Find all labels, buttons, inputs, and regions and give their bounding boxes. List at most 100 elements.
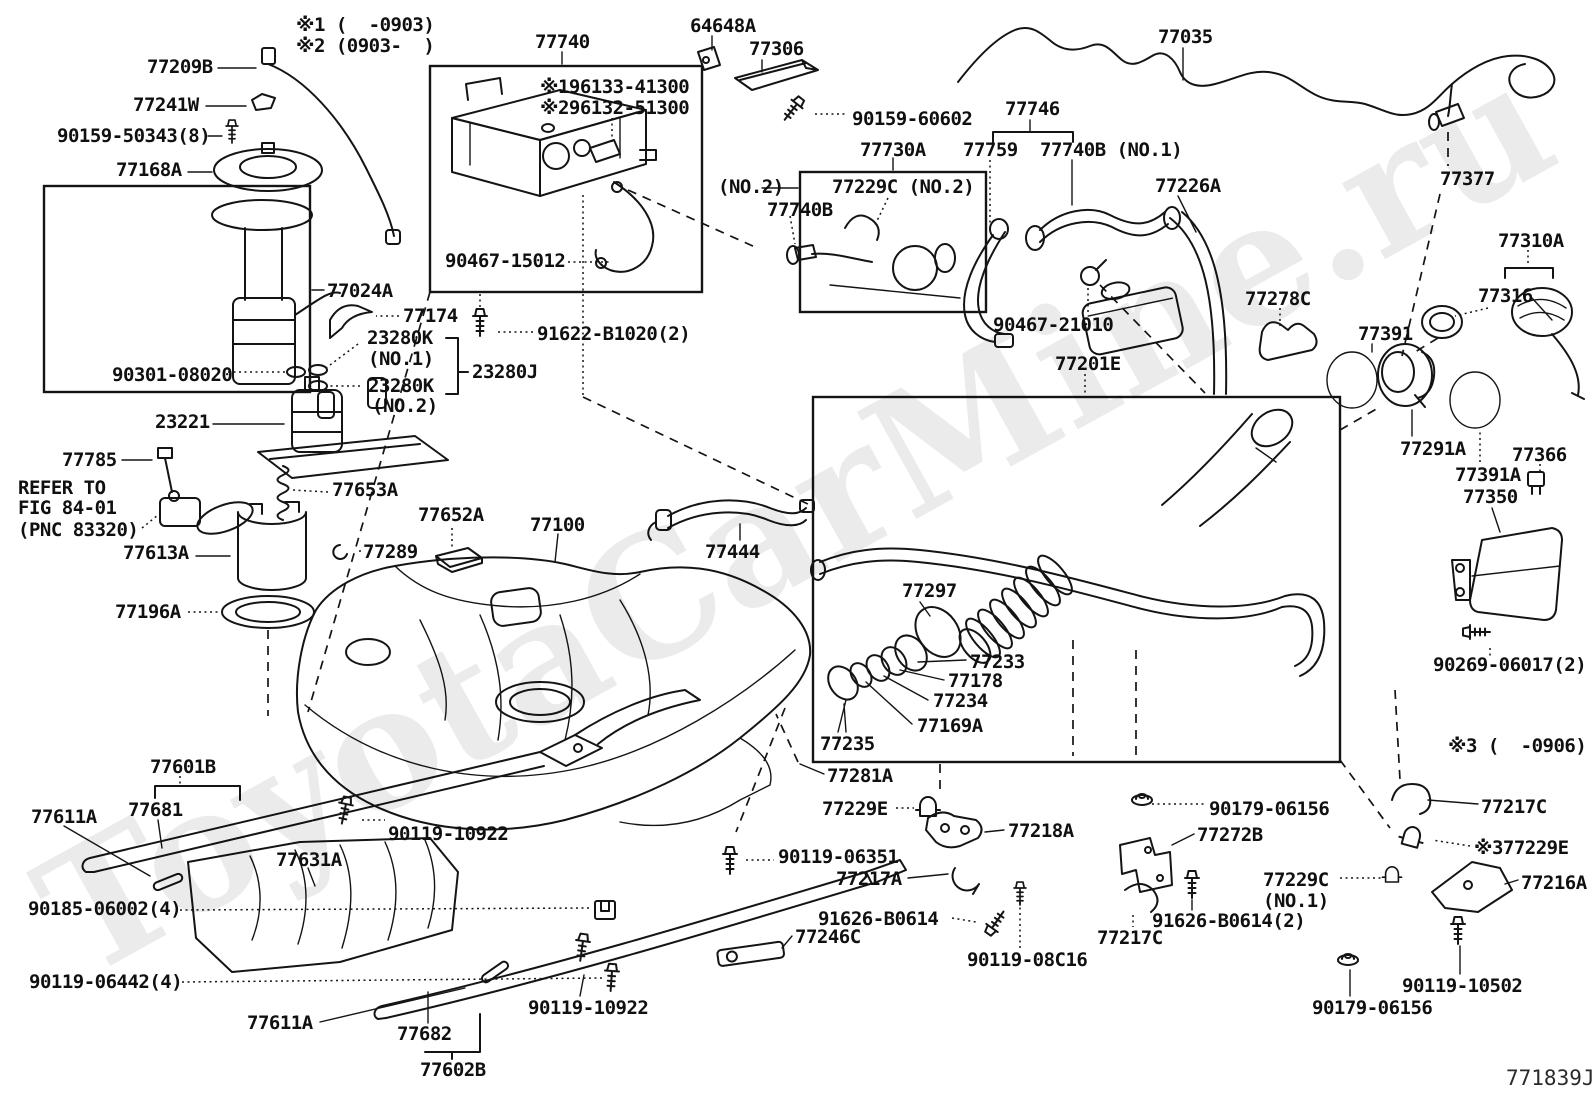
part-label-90467-15012: 90467-15012: [445, 250, 566, 272]
part-label-90301-08020: 90301-08020: [112, 364, 233, 386]
protector-group: [697, 46, 819, 126]
fasteners-group: [225, 119, 1513, 993]
part-label-90185-06002: 90185-06002(4): [28, 898, 182, 920]
part-label-77201E: 77201E: [1055, 353, 1121, 375]
part-label-91626-B0614a: 91626-B0614: [818, 908, 939, 930]
part-label-77281A: 77281A: [827, 765, 893, 787]
part-label-77297: 77297: [902, 580, 957, 602]
part-label-77229E-s3: ※377229E: [1474, 837, 1569, 859]
part-label-77740: 77740: [535, 31, 590, 53]
part-label-no1-a: (NO.1): [368, 348, 434, 370]
part-label-90119-10502: 90119-10502: [1402, 975, 1523, 997]
part-label-77759: 77759: [963, 139, 1018, 161]
part-label-77601B: 77601B: [150, 756, 216, 778]
part-label-77785: 77785: [62, 449, 117, 471]
part-label-90159-60602: 90159-60602: [852, 108, 973, 130]
part-label-77746: 77746: [1005, 98, 1060, 120]
part-label-77035: 77035: [1158, 26, 1213, 48]
part-label-77217C-tr: 77217C: [1481, 796, 1547, 818]
tank-straps-group: [81, 689, 907, 1020]
assembly-boxes: [42, 64, 1342, 764]
part-label-77377: 77377: [1440, 168, 1495, 190]
part-label-90119-10922b: 90119-10922: [528, 997, 649, 1019]
part-label-77246C: 77246C: [795, 926, 861, 948]
part-label-77218A: 77218A: [1008, 820, 1074, 842]
part-label-296132-51300: ※296132-51300: [540, 97, 690, 119]
part-label-77306: 77306: [749, 38, 804, 60]
fuel-pump-module-group: [157, 47, 483, 629]
fuel-cap-group: [1258, 287, 1585, 656]
filler-pipe-group: [810, 408, 1326, 796]
part-label-77730A: 77730A: [860, 139, 926, 161]
part-label-77366: 77366: [1512, 444, 1567, 466]
part-label-77174: 77174: [403, 305, 458, 327]
part-label-23280K-1: 23280K: [367, 327, 433, 349]
part-label-77682: 77682: [397, 1023, 452, 1045]
part-label-91626-B0614b: 91626-B0614(2): [1152, 910, 1306, 932]
part-label-77653A: 77653A: [332, 479, 398, 501]
part-label-77316: 77316: [1478, 285, 1533, 307]
part-label-77613A: 77613A: [123, 542, 189, 564]
part-label-23280K-2: 23280K: [368, 375, 434, 397]
part-label-77444: 77444: [705, 541, 760, 563]
part-label-23221: 23221: [155, 411, 210, 433]
part-label-90179-06156b: 90179-06156: [1312, 997, 1433, 1019]
bellows: [958, 554, 1073, 664]
part-label-no2-a: (NO.2): [372, 395, 438, 417]
part-label-77652A: 77652A: [418, 504, 484, 526]
part-label-77100: 77100: [530, 514, 585, 536]
breather-hose-group: [786, 206, 1228, 395]
part-label-90467-21010: 90467-21010: [993, 314, 1114, 336]
part-label-77611A-b: 77611A: [247, 1012, 313, 1034]
part-label-77611A-t: 77611A: [31, 806, 97, 828]
part-label-77209B: 77209B: [147, 56, 213, 78]
part-label-77310A: 77310A: [1498, 230, 1564, 252]
part-label-77217A: 77217A: [836, 868, 902, 890]
fuel-tank-group: [267, 499, 815, 831]
part-label-refer-3: (PNC 83320): [18, 519, 139, 541]
seal-rings: [827, 606, 962, 701]
part-label-77196A: 77196A: [115, 601, 181, 623]
part-label-no1-b: (NO.1): [1263, 890, 1329, 912]
part-label-77169A: 77169A: [917, 715, 983, 737]
part-label-77602B: 77602B: [420, 1059, 486, 1081]
part-label-90119-06442: 90119-06442(4): [29, 971, 183, 993]
fuel-line-group: [957, 26, 1556, 357]
part-label-77229C-no2: 77229C (NO.2): [832, 176, 975, 198]
part-label-77740B: 77740B: [767, 199, 833, 221]
part-label-77278C: 77278C: [1245, 288, 1311, 310]
part-label-77024A: 77024A: [327, 280, 393, 302]
part-label-77241W: 77241W: [133, 94, 199, 116]
part-label-90119-08C16: 90119-08C16: [967, 949, 1088, 971]
figure-code: 771839J: [1506, 1066, 1592, 1090]
charcoal-canister-group: [307, 77, 811, 713]
part-label-90119-06351: 90119-06351: [778, 846, 899, 868]
part-label-77226A: 77226A: [1155, 175, 1221, 197]
part-label-77229C-no1: 77229C: [1263, 869, 1329, 891]
part-label-77229E: 77229E: [822, 798, 888, 820]
part-label-77681: 77681: [128, 799, 183, 821]
part-label-note3: ※3 ( -0906): [1448, 735, 1587, 757]
part-label-77272B: 77272B: [1197, 824, 1263, 846]
part-label-77391A: 77391A: [1455, 464, 1521, 486]
part-label-77291A: 77291A: [1400, 438, 1466, 460]
part-label-77217C-bl: 77217C: [1097, 927, 1163, 949]
part-label-77631A: 77631A: [276, 849, 342, 871]
part-label-77168A: 77168A: [116, 159, 182, 181]
part-label-77178: 77178: [948, 670, 1003, 692]
part-label-77216A: 77216A: [1521, 872, 1587, 894]
part-label-77391: 77391: [1358, 323, 1413, 345]
part-label-91622-B1020: 91622-B1020(2): [537, 323, 691, 345]
part-label-refer-1: REFER TO: [18, 477, 106, 499]
part-label-77740B-no1: 77740B (NO.1): [1040, 139, 1183, 161]
part-label-77350: 77350: [1463, 486, 1518, 508]
part-label-77289: 77289: [363, 541, 418, 563]
part-label-note2: ※2 (0903- ): [296, 35, 435, 57]
part-label-90159-50343: 90159-50343(8): [57, 125, 211, 147]
part-label-23280J: 23280J: [472, 361, 538, 383]
part-label-77233: 77233: [970, 651, 1025, 673]
part-label-90269-06017: 90269-06017(2): [1433, 654, 1587, 676]
leader-lines: [63, 35, 1554, 1060]
part-label-note1: ※1 ( -0903): [296, 14, 435, 36]
